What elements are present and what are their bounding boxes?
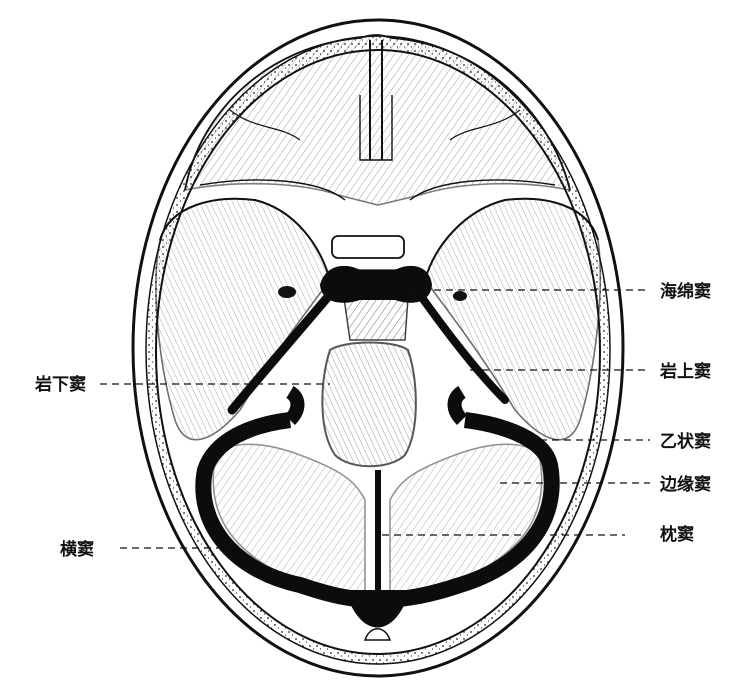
label-superior-petrosal-sinus: 岩上窦 [660, 362, 711, 382]
label-cavernous-sinus: 海绵窦 [660, 282, 711, 302]
label-inferior-petrosal-sinus: 岩下窦 [35, 375, 86, 395]
label-occipital-sinus: 枕窦 [660, 525, 694, 545]
label-transverse-sinus: 横窦 [60, 540, 94, 560]
label-marginal-sinus: 边缘窦 [660, 475, 711, 495]
anterior-cranial-fossa [185, 35, 570, 205]
label-sigmoid-sinus: 乙状窦 [660, 432, 711, 452]
